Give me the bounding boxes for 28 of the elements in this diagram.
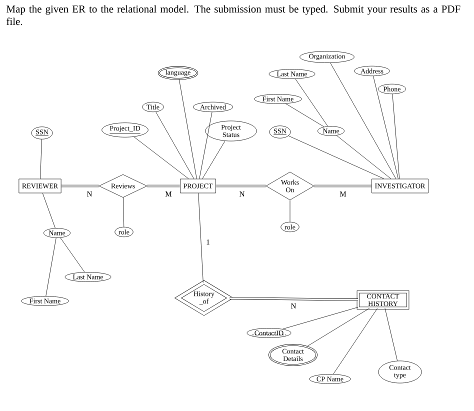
connector-line [61, 184, 99, 188]
connector-line [333, 308, 378, 374]
connector-line [134, 136, 189, 179]
connector-line [295, 78, 328, 126]
connector-line [60, 238, 85, 272]
connector-line [216, 184, 266, 188]
connector-line [330, 62, 396, 179]
connector-line [230, 297, 358, 301]
connector-line [282, 307, 358, 330]
connector-line [202, 140, 226, 179]
connector-line [336, 135, 392, 179]
connector-line [392, 94, 400, 179]
connector-line [46, 238, 56, 296]
connector-line [384, 308, 398, 361]
title: Map the given ER to the relational model. The submission must be typed. Submit your results as a PDF file. [6, 5, 460, 26]
connector-line [42, 193, 56, 228]
connector-line [156, 112, 194, 179]
connector-line [147, 184, 180, 188]
connector-line [178, 78, 197, 179]
connector-line [286, 103, 324, 127]
connector-line [288, 136, 384, 179]
connector-line [198, 193, 204, 283]
connector-line [373, 76, 398, 179]
connector-line [306, 308, 370, 347]
connector-line [199, 112, 212, 179]
connector-line [40, 139, 42, 179]
connector-line [123, 197, 124, 228]
connector-line [314, 184, 372, 188]
